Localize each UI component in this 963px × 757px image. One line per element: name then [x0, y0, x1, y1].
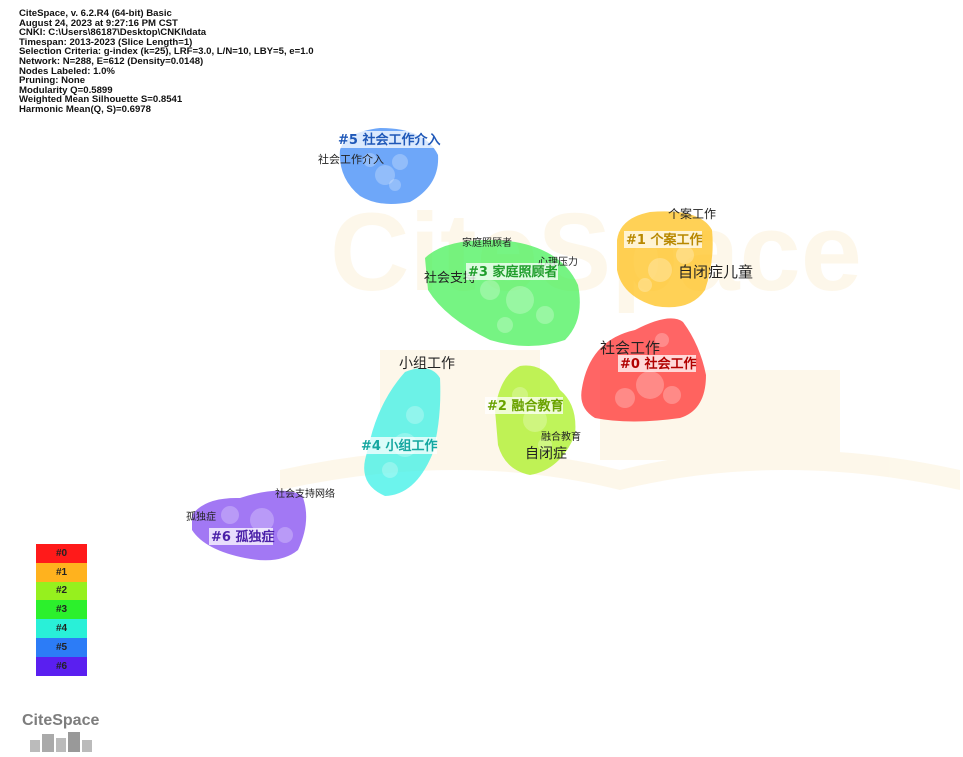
keyword-family-caregiver: 家庭照顾者	[462, 236, 512, 249]
citespace-logo: CiteSpace	[22, 712, 112, 757]
info-line-labeled: Nodes Labeled: 1.0%	[19, 65, 115, 77]
keyword-casework: 个案工作	[668, 206, 716, 221]
info-line-silhouette: Weighted Mean Silhouette S=0.8541	[19, 94, 183, 106]
info-line-modularity: Modularity Q=0.5899	[19, 84, 113, 96]
watermark-text: CiteSpace	[330, 191, 862, 314]
info-line-timespan: Timespan: 2013-2023 (Slice Length=1)	[19, 36, 193, 48]
legend-item-1[interactable]: #1	[36, 562, 87, 582]
logo-building-icon	[30, 732, 92, 752]
legend-item-4[interactable]: #4	[36, 619, 87, 638]
cluster-1[interactable]	[617, 211, 713, 308]
cluster-label-1[interactable]: #1 个案工作	[624, 231, 702, 248]
info-line-pruning: Pruning: None	[19, 75, 86, 87]
keyword-social-work-intervention: 社会工作介入	[318, 152, 384, 166]
cluster-label-text: #3 家庭照顾者	[468, 264, 557, 280]
legend-item-3[interactable]: #3	[36, 600, 87, 620]
keyword-social-support-network: 社会支持网络	[275, 487, 335, 500]
cluster-label-text: #6 孤独症	[211, 529, 274, 545]
cluster-label-2[interactable]: #2 融合教育	[485, 397, 563, 414]
cluster-label-6[interactable]: #6 孤独症	[209, 528, 274, 545]
cluster-label-5[interactable]: #5 社会工作介入	[336, 131, 440, 148]
cluster-label-3[interactable]: #3 家庭照顾者	[466, 263, 558, 280]
cluster-label-text: #0 社会工作	[620, 356, 696, 372]
keyword-autistic-children: 自闭症儿童	[678, 263, 753, 281]
network-info-panel: CiteSpace, v. 6.2.R4 (64-bit) Basic Augu…	[19, 9, 314, 115]
legend-item-5[interactable]: #5	[36, 637, 87, 657]
keyword-autism-disorder: 孤独症	[186, 510, 216, 523]
info-line-version: CiteSpace, v. 6.2.R4 (64-bit) Basic	[19, 8, 172, 19]
legend-item-6[interactable]: #6	[36, 656, 87, 676]
cluster-legend: #0 #1 #2 #3 #4 #5 #6	[36, 544, 87, 676]
cluster-label-text: #5 社会工作介入	[338, 132, 440, 148]
keyword-autism: 自闭症	[525, 446, 567, 462]
keyword-group-work: 小组工作	[399, 356, 455, 372]
legend-item-2[interactable]: #2	[36, 581, 87, 601]
legend-item-0[interactable]: #0	[36, 544, 87, 563]
info-line-harmonic: Harmonic Mean(Q, S)=0.6978	[19, 103, 151, 115]
keyword-inclusive-education: 融合教育	[541, 430, 581, 443]
cluster-4[interactable]	[364, 368, 441, 496]
cluster-label-0[interactable]: #0 社会工作	[618, 355, 696, 372]
info-line-source: CNKI: C:\Users\86187\Desktop\CNKI\data	[19, 27, 207, 39]
cluster-6[interactable]	[192, 490, 307, 561]
info-line-date: August 24, 2023 at 9:27:16 PM CST	[19, 17, 178, 29]
keyword-social-support: 社会支持	[424, 270, 476, 286]
cluster-label-4[interactable]: #4 小组工作	[359, 437, 437, 454]
cluster-label-text: #1 个案工作	[626, 232, 702, 248]
cluster-label-text: #4 小组工作	[361, 438, 437, 454]
logo-text: CiteSpace	[22, 712, 100, 729]
watermark-book	[280, 450, 960, 490]
keyword-social-work: 社会工作	[600, 339, 660, 357]
info-line-criteria: Selection Criteria: g-index (k=25), LRF=…	[19, 46, 314, 58]
cluster-label-text: #2 融合教育	[487, 398, 563, 414]
info-line-network: Network: N=288, E=612 (Density=0.0148)	[19, 55, 204, 67]
cluster-2[interactable]	[495, 365, 576, 476]
